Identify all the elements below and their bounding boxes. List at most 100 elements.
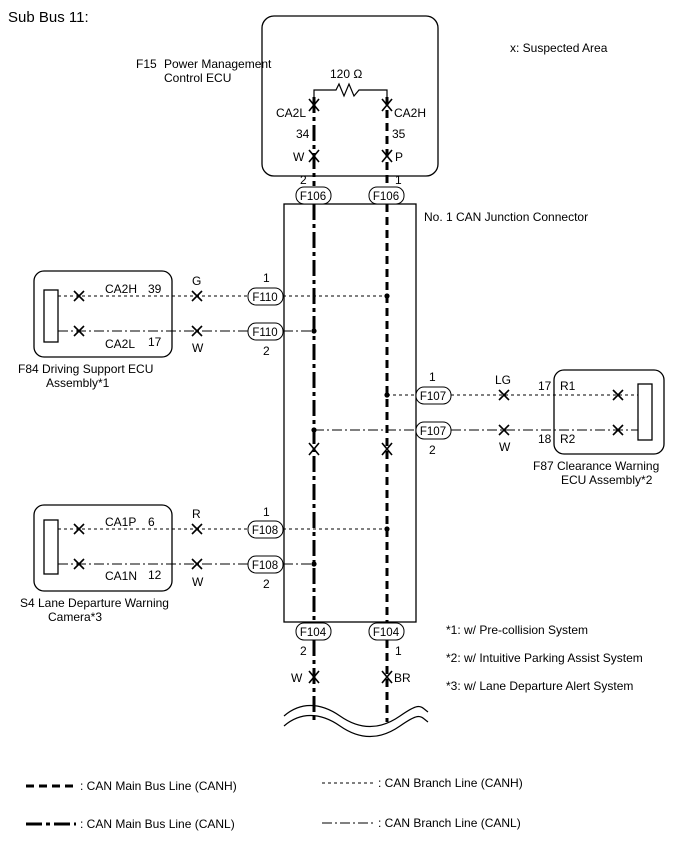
x-mark-f84-wire-h xyxy=(191,290,203,302)
f106-pin-2: 2 xyxy=(300,173,307,187)
f110-pin-1: 1 xyxy=(263,271,270,285)
f106-label-l: F106 xyxy=(300,191,326,203)
wire-color-lg: LG xyxy=(495,373,511,387)
x-mark-f87-wire-h xyxy=(498,389,510,401)
x-mark-bottom-l xyxy=(308,670,320,684)
junction-connector-box xyxy=(283,203,417,623)
x-mark-s4-wire-l xyxy=(191,558,203,570)
f15-name-line2: Control ECU xyxy=(164,71,231,85)
wire-color-r: R xyxy=(192,507,201,521)
pin-35: 35 xyxy=(392,127,406,141)
f87-name-line1: F87 Clearance Warning xyxy=(533,459,659,473)
note-2: *2: w/ Intuitive Parking Assist System xyxy=(446,651,643,665)
f110-connector-h xyxy=(247,287,284,306)
s4-name-line2: Camera*3 xyxy=(48,610,102,624)
f108-label-h: F108 xyxy=(252,525,278,537)
wire-color-w-s4: W xyxy=(192,575,204,589)
f107-pin-1: 1 xyxy=(429,370,436,384)
x-mark-f15-h xyxy=(381,98,393,112)
wire-color-w-f84: W xyxy=(192,341,204,355)
f104-pin-1: 1 xyxy=(395,644,402,658)
pin-34: 34 xyxy=(296,127,310,141)
f87-pin-r1: R1 xyxy=(560,379,576,393)
f106-connector-h xyxy=(368,186,405,205)
splice-s4-h xyxy=(384,526,390,532)
f107-pin-2: 2 xyxy=(429,443,436,457)
s4-pin-12: 12 xyxy=(148,568,162,582)
f84-name-line2: Assembly*1 xyxy=(46,376,110,390)
x-mark-f87-inner-l xyxy=(612,424,624,436)
f106-connector-l xyxy=(295,186,332,205)
f15-name-line1: Power Management xyxy=(164,57,272,71)
f110-connector-l xyxy=(247,322,284,341)
f84-ecu-box xyxy=(33,270,173,358)
legend-branch-canh: : CAN Branch Line (CANH) xyxy=(378,776,523,790)
f87-pin-18: 18 xyxy=(538,432,552,446)
s4-camera-box xyxy=(33,504,173,592)
f84-pin-17: 17 xyxy=(148,335,162,349)
s4-pin-ca1p: CA1P xyxy=(105,515,136,529)
note-3: *3: w/ Lane Departure Alert System xyxy=(446,679,633,693)
note-1: *1: w/ Pre-collision System xyxy=(446,623,588,637)
f104-pin-2: 2 xyxy=(300,644,307,658)
splice-f87-h xyxy=(384,392,390,398)
splice-f87-l xyxy=(311,427,317,433)
s4-connector-body xyxy=(43,519,59,575)
f15-pin-ca2h: CA2H xyxy=(394,106,426,120)
f87-pin-r2: R2 xyxy=(560,432,576,446)
x-mark-s4-wire-h xyxy=(191,523,203,535)
x-mark-f84-inner-h xyxy=(73,290,85,302)
f84-pin-ca2l: CA2L xyxy=(105,337,135,351)
wire-color-w-bottom: W xyxy=(291,671,303,685)
f84-connector-body xyxy=(43,289,59,343)
s4-pin-ca1n: CA1N xyxy=(105,569,137,583)
f106-label-h: F106 xyxy=(373,191,399,203)
x-mark-f87-wire-l xyxy=(498,424,510,436)
x-mark-top-l xyxy=(308,149,320,163)
f108-label-l: F108 xyxy=(252,560,278,572)
x-mark-f84-wire-l xyxy=(191,325,203,337)
f107-connector-h xyxy=(415,386,452,405)
f84-name-line1: F84 Driving Support ECU xyxy=(18,362,153,376)
wire-color-w-f87: W xyxy=(499,440,511,454)
splice-f84-h xyxy=(384,293,390,299)
f84-pin-39: 39 xyxy=(148,282,162,296)
wire-color-p-top: P xyxy=(395,150,403,164)
f107-label-h: F107 xyxy=(420,391,446,403)
f84-pin-ca2h: CA2H xyxy=(105,282,137,296)
f15-pin-ca2l: CA2L xyxy=(276,106,306,120)
f110-label-l: F110 xyxy=(252,327,277,339)
x-mark-bottom-h xyxy=(381,670,393,684)
f110-pin-2: 2 xyxy=(263,344,270,358)
f108-connector-l xyxy=(247,555,284,574)
s4-pin-6: 6 xyxy=(148,515,155,529)
f15-ecu-box xyxy=(261,15,439,177)
s4-name-line1: S4 Lane Departure Warning xyxy=(20,596,169,610)
f87-ecu-box xyxy=(553,369,665,455)
f108-pin-1: 1 xyxy=(263,505,270,519)
legend-main-canl: : CAN Main Bus Line (CANL) xyxy=(80,817,235,831)
wire-color-g: G xyxy=(192,274,201,288)
f107-label-l: F107 xyxy=(420,426,446,438)
continuation-wave-bottom xyxy=(283,715,429,737)
x-mark-f15-l xyxy=(308,98,320,112)
junction-connector-label: No. 1 CAN Junction Connector xyxy=(424,210,588,224)
x-mark-s4-inner-l xyxy=(73,558,85,570)
legend-main-canh: : CAN Main Bus Line (CANH) xyxy=(80,779,237,793)
f87-pin-17: 17 xyxy=(538,379,552,393)
continuation-wave-top xyxy=(283,705,429,727)
termination-resistor xyxy=(313,82,388,98)
x-mark-s4-inner-h xyxy=(73,523,85,535)
f104-label-h: F104 xyxy=(373,627,400,639)
x-mark-junction-h xyxy=(381,442,393,456)
f107-connector-l xyxy=(415,421,452,440)
f87-connector-body xyxy=(637,383,653,441)
f108-pin-2: 2 xyxy=(263,577,270,591)
diagram-title: Sub Bus 11: xyxy=(8,9,89,26)
f15-code: F15 xyxy=(136,57,157,71)
x-mark-f84-inner-l xyxy=(73,325,85,337)
legend-branch-canl: : CAN Branch Line (CANL) xyxy=(378,816,521,830)
f106-pin-1: 1 xyxy=(395,173,402,187)
wire-color-br: BR xyxy=(394,671,411,685)
